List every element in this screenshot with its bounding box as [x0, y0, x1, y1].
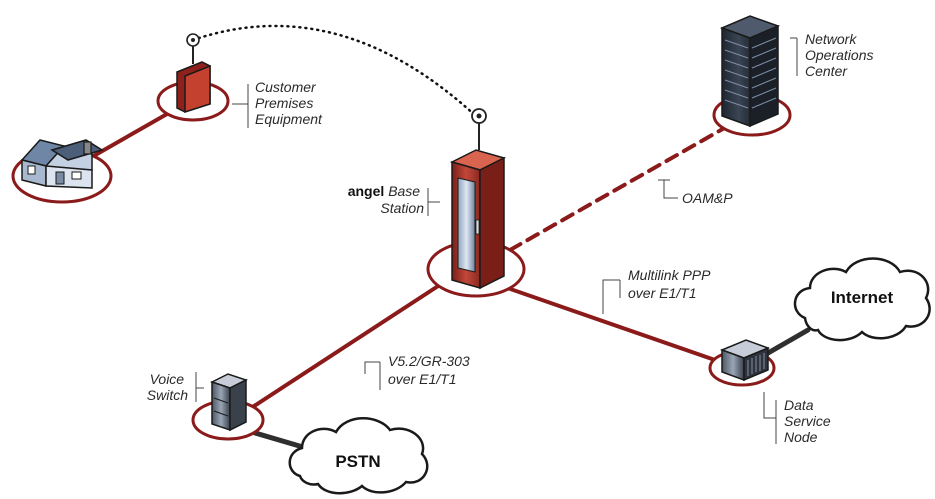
oamp-label: OAM&P	[682, 190, 733, 206]
noc-building-icon	[719, 15, 781, 128]
voice-switch-label: Voice Switch	[147, 371, 188, 403]
bracket-cpe	[232, 84, 249, 128]
bracket-v52	[364, 361, 381, 390]
base-station-rack-icon	[449, 108, 507, 290]
bracket-oamp	[658, 179, 678, 199]
pstn-cloud: PSTN	[288, 417, 429, 495]
cpe-label: Customer Premises Equipment	[255, 79, 323, 127]
house-icon	[20, 139, 104, 189]
internet-label: Internet	[831, 288, 894, 307]
noc-label: Network Operations Center	[805, 31, 877, 79]
internet-cloud: Internet	[793, 257, 931, 342]
bracket-base-station	[427, 188, 440, 216]
base-station-label: angel Base Station	[348, 183, 424, 216]
v52-label: V5.2/GR-303 over E1/T1	[388, 353, 474, 387]
link-base-voice-switch	[223, 273, 457, 427]
data-service-node-icon	[719, 339, 771, 382]
link-base-data-node	[468, 273, 740, 370]
bracket-voice-switch	[195, 372, 204, 402]
bracket-noc	[790, 37, 798, 76]
wireless-link	[191, 24, 480, 120]
link-base-noc-oamp	[508, 116, 744, 252]
cpe-device-icon	[176, 33, 211, 114]
bracket-multilink	[602, 279, 621, 314]
multilink-label: Multilink PPP over E1/T1	[628, 267, 714, 301]
pstn-label: PSTN	[335, 452, 380, 471]
bracket-data-node	[763, 392, 777, 444]
voice-switch-icon	[210, 373, 248, 432]
data-node-label: Data Service Node	[784, 397, 835, 445]
